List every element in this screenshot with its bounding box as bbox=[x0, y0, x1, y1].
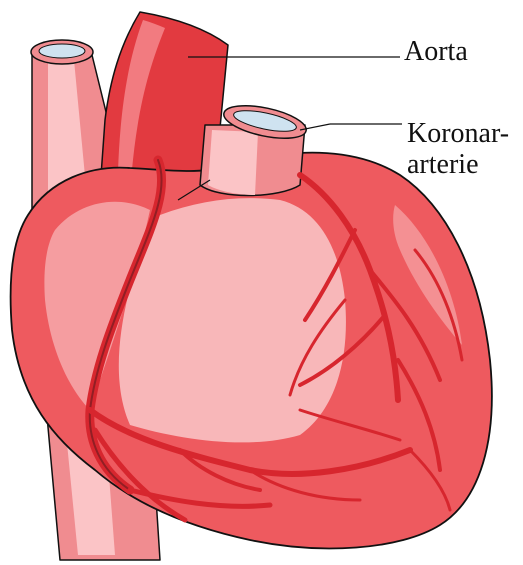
label-koronar-line2: arterie bbox=[407, 149, 509, 180]
label-koronar-line1: Koronar- bbox=[407, 118, 509, 149]
label-aorta: Aorta bbox=[404, 36, 468, 67]
label-koronararterie: Koronar- arterie bbox=[407, 118, 509, 180]
